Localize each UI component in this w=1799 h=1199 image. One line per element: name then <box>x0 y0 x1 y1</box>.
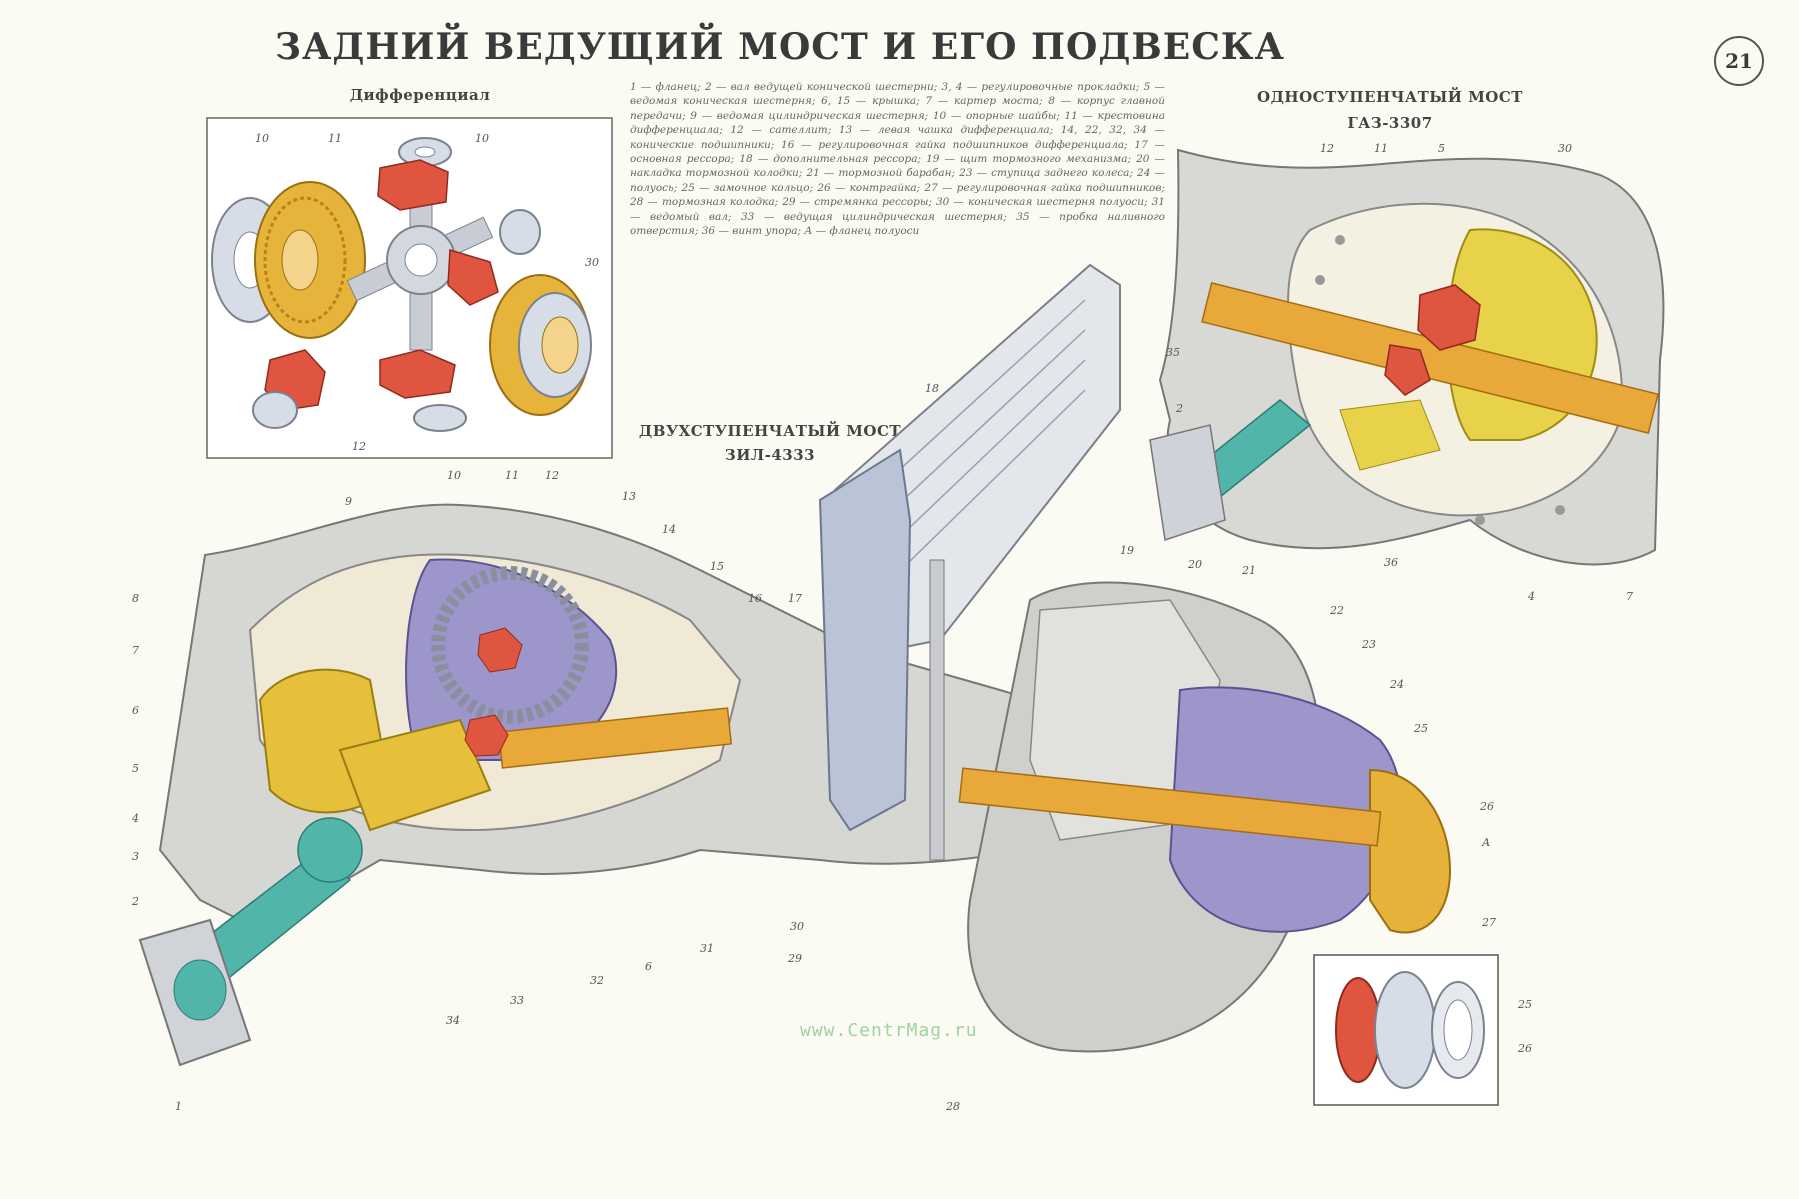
zil-u-bolt <box>929 559 945 861</box>
single-stage-model: ГАЗ-3307 <box>1347 114 1433 132</box>
zil-callout-18: 26 <box>1479 800 1494 813</box>
gaz-callout-1: 12 <box>1320 142 1334 155</box>
zil-callout-23: 28 <box>945 1100 960 1113</box>
parts-legend: 1 — фланец; 2 — вал ведущей конической ш… <box>630 81 1165 238</box>
gaz-callout-4: 30 <box>1558 142 1572 155</box>
poster-title: ЗАДНИЙ ВЕДУЩИЙ МОСТ И ЕГО ПОДВЕСКА <box>275 26 1285 68</box>
zil-callout-16: 24 <box>1389 678 1404 691</box>
zil-callout-14: 22 <box>1329 604 1344 617</box>
zil-callout-4: 12 <box>545 469 559 482</box>
zil-leaf-spring-layers <box>849 299 1086 606</box>
zil-callout-9: 17 <box>788 592 802 605</box>
zil-callout-19: А <box>1481 836 1490 849</box>
gaz-callout-3: 5 <box>1438 142 1445 155</box>
zil-callout-33: 4 <box>131 812 139 825</box>
zil-callout-36: 7 <box>132 644 139 657</box>
gaz-callout-9: 7 <box>1626 590 1633 603</box>
spider-hub-hole <box>404 243 438 277</box>
side-gear-left-teeth <box>263 196 347 324</box>
zil-callout-21: 25 <box>1517 998 1532 1011</box>
zil-callout-25: 30 <box>790 920 804 933</box>
zil-callout-13: 21 <box>1241 564 1256 577</box>
zil-callout-31: 2 <box>131 895 139 908</box>
gaz-bolt-3 <box>1475 515 1485 525</box>
double-stage-model: ЗИЛ-4333 <box>724 446 816 464</box>
gaz-callout-2: 11 <box>1374 142 1388 155</box>
zil-callout-7: 15 <box>710 560 724 573</box>
zil-callout-6: 14 <box>662 523 676 536</box>
zil-callout-3: 11 <box>505 469 519 482</box>
zil-callout-12: 20 <box>1187 558 1202 571</box>
zil-callout-22: 26 <box>1517 1042 1532 1055</box>
support-washer-right <box>499 209 541 255</box>
gaz-planet-gear-2 <box>1384 344 1431 396</box>
gaz-bolt-4 <box>1555 505 1565 515</box>
zil-callout-28: 33 <box>510 994 524 1007</box>
zil-callout-38: 6 <box>645 960 652 973</box>
zil-callout-32: 3 <box>132 850 139 863</box>
detail-washer-hole <box>1443 999 1473 1061</box>
zil-callout-8: 16 <box>748 592 762 605</box>
zil-callout-27: 32 <box>590 974 604 987</box>
double-stage-title: ДВУХСТУПЕНЧАТЫЙ МОСТ <box>638 422 902 440</box>
gaz-callout-7: 36 <box>1384 556 1398 569</box>
zil-planet-gear-1 <box>477 627 523 673</box>
watermark-text: www.CentrMag.ru <box>800 1020 978 1041</box>
support-washer-top-hole <box>414 146 436 158</box>
zil-half-shaft-right <box>958 767 1382 847</box>
zil-callout-35: 6 <box>132 704 139 717</box>
sheet-number: 21 <box>1714 36 1764 86</box>
planet-gear-bottom <box>379 349 456 399</box>
zil-callout-11: 19 <box>1120 544 1134 557</box>
diff-callout-4: 30 <box>585 256 599 269</box>
zil-callout-1: 9 <box>345 495 352 508</box>
detail-lock-nut <box>1374 971 1436 1089</box>
zil-callout-34: 5 <box>132 762 139 775</box>
zil-callout-2: 10 <box>447 469 461 482</box>
planet-gear-top <box>377 159 449 211</box>
side-gear-right-hub <box>541 316 579 374</box>
diff-callout-1: 10 <box>255 132 269 145</box>
gaz-callout-8: 4 <box>1527 590 1535 603</box>
gaz-carrier <box>1339 399 1441 471</box>
zil-callout-26: 31 <box>700 942 714 955</box>
zil-callout-15: 23 <box>1361 638 1376 651</box>
zil-callout-20: 27 <box>1481 916 1496 929</box>
gaz-bolt-2 <box>1315 275 1325 285</box>
zil-callout-17: 25 <box>1413 722 1428 735</box>
zil-driven-cylindrical-gear <box>431 566 589 724</box>
zil-callout-29: 34 <box>446 1014 460 1027</box>
zil-callout-30: 1 <box>175 1100 182 1113</box>
zil-spring-bracket <box>818 448 912 832</box>
planet-gear-right <box>447 249 499 306</box>
gaz-bolt-1 <box>1335 235 1345 245</box>
support-washer-lower-left <box>252 391 298 429</box>
gaz-callout-6: 2 <box>1175 402 1183 415</box>
diff-callout-2: 11 <box>328 132 342 145</box>
zil-callout-24: 29 <box>787 952 802 965</box>
support-washer-bottom <box>413 404 467 432</box>
gaz-planet-gear-1 <box>1417 284 1481 351</box>
zil-callout-37: 8 <box>132 592 139 605</box>
zil-callout-5: 13 <box>622 490 636 503</box>
zil-drive-cylindrical-gear <box>338 718 492 832</box>
zil-half-shaft-flange <box>1369 768 1452 934</box>
diff-callout-5: 12 <box>352 440 366 453</box>
gaz-callout-5: 35 <box>1166 346 1180 359</box>
gaz-flange <box>1149 424 1226 541</box>
zil-planet-gear-2 <box>464 714 509 757</box>
zil-pinion-gear <box>297 817 363 883</box>
zil-flange-nut <box>173 959 227 1021</box>
diff-callout-3: 10 <box>475 132 489 145</box>
detail-lock-ring <box>1335 977 1381 1083</box>
single-stage-title: ОДНОСТУПЕНЧАТЫЙ МОСТ <box>1257 88 1523 106</box>
side-gear-left-hub <box>281 229 319 291</box>
zil-callout-10: 18 <box>925 382 939 395</box>
differential-subtitle: Дифференциал <box>349 86 491 104</box>
